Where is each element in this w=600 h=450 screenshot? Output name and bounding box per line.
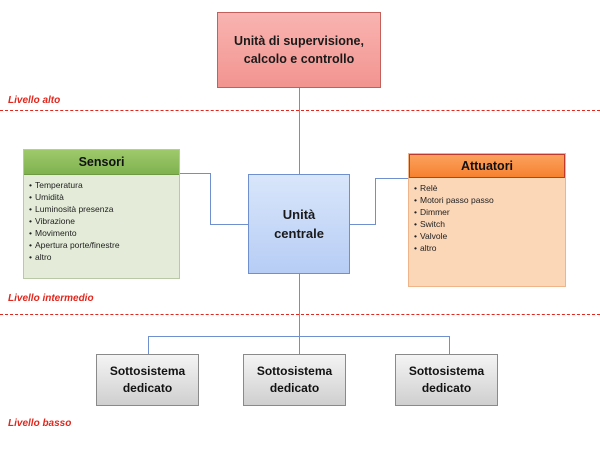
actuators-item: Switch [414,218,565,230]
sensors-title: Sensori [24,150,179,175]
sensors-item: altro [29,251,179,263]
connector-actuators-h [375,178,408,179]
sensors-item: Luminosità presenza [29,203,179,215]
subsystem-box-2: Sottosistema dedicato [243,354,346,406]
connector-top-central [299,88,300,174]
central-unit-line1: Unità [282,207,316,222]
sensors-item: Temperatura [29,179,179,191]
level-label-mid: Livello intermedio [8,293,94,304]
connector-sensors-h [180,173,210,174]
connector-sub-1 [148,336,149,354]
actuators-item: altro [414,242,565,254]
subsystem-line2: dedicato [421,381,472,395]
subsystem-line2: dedicato [122,381,173,395]
subsystem-box-3: Sottosistema dedicato [395,354,498,406]
subsystem-line1: Sottosistema [408,364,485,378]
sensors-list: Temperatura Umidità Luminosità presenza … [24,175,179,263]
connector-sub-3 [449,336,450,354]
level-separator-high [0,110,600,111]
connector-sensors-v [210,173,211,224]
actuators-item: Motori passo passo [414,194,565,206]
connector-sub-2 [299,336,300,354]
actuators-item: Relè [414,182,565,194]
actuators-item: Dimmer [414,206,565,218]
actuators-list: Relè Motori passo passo Dimmer Switch Va… [409,178,565,254]
central-unit-box: Unità centrale [248,174,350,274]
level-label-low: Livello basso [8,418,72,429]
actuators-panel: Attuatori Relè Motori passo passo Dimmer… [408,153,566,287]
actuators-item: Valvole [414,230,565,242]
supervision-unit-line2: calcolo e controllo [243,52,355,66]
level-label-high: Livello alto [8,95,61,106]
central-unit-line2: centrale [274,226,324,241]
subsystem-line1: Sottosistema [109,364,186,378]
subsystem-line2: dedicato [269,381,320,395]
sensors-panel: Sensori Temperatura Umidità Luminosità p… [23,149,180,279]
connector-central-down [299,274,300,336]
connector-actuators-central [350,224,376,225]
subsystem-box-1: Sottosistema dedicato [96,354,199,406]
supervision-unit-line1: Unità di supervisione, [234,34,364,48]
actuators-title: Attuatori [409,154,565,178]
supervision-unit-box: Unità di supervisione, calcolo e control… [217,12,381,88]
subsystem-line1: Sottosistema [256,364,333,378]
connector-actuators-v [375,178,376,224]
connector-sensors-central [210,224,248,225]
sensors-item: Umidità [29,191,179,203]
sensors-item: Apertura porte/finestre [29,239,179,251]
sensors-item: Movimento [29,227,179,239]
level-separator-mid [0,314,600,315]
sensors-item: Vibrazione [29,215,179,227]
